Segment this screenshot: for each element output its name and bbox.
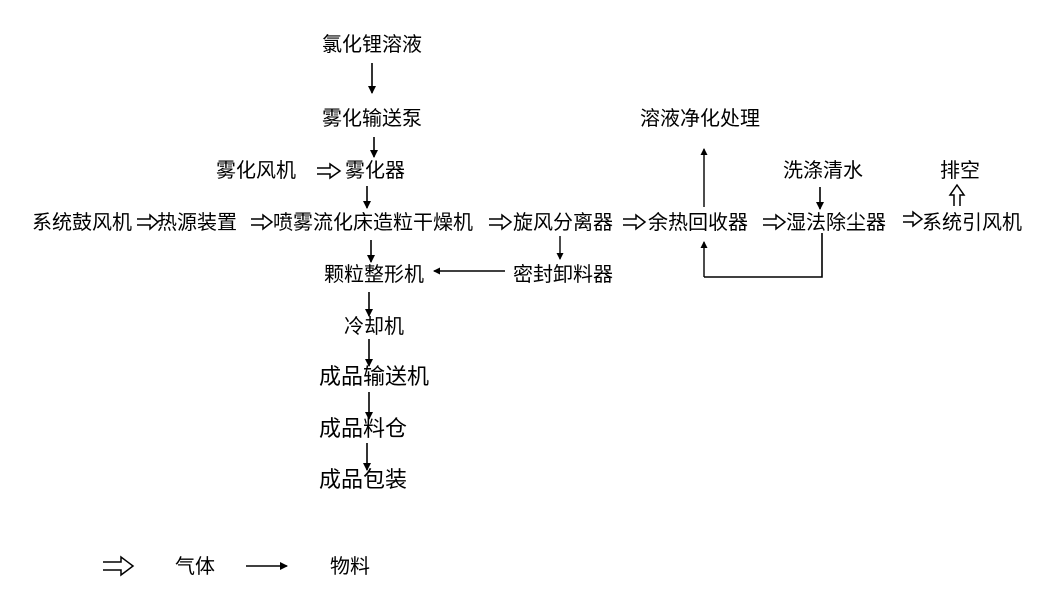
node-cooler: 冷却机	[344, 314, 404, 338]
gas-arrow-collector-to-fan	[903, 210, 924, 228]
gas-arrow-blower-to-heat	[137, 213, 160, 231]
node-heat-source: 热源装置	[157, 210, 237, 234]
node-licl-solution: 氯化锂溶液	[322, 32, 422, 56]
node-washing-water: 洗涤清水	[783, 158, 863, 182]
gas-arrow-fan-to-exhaust	[948, 183, 966, 206]
node-atomizer-pump: 雾化输送泵	[322, 106, 422, 130]
node-sealed-discharger: 密封卸料器	[513, 262, 613, 286]
node-atomizer: 雾化器	[345, 158, 405, 182]
node-granule-shaper: 颗粒整形机	[324, 262, 424, 286]
node-cyclone: 旋风分离器	[513, 210, 613, 234]
gas-arrow-fan-to-atomizer	[317, 162, 342, 180]
gas-arrow-heat-to-dryer	[251, 213, 274, 231]
node-product-packaging: 成品包装	[319, 468, 408, 493]
gas-arrow-cyclone-to-recovery	[623, 213, 647, 231]
legend-gas-label: 气体	[175, 554, 215, 578]
gas-arrow-dryer-to-cyclone	[489, 213, 513, 231]
node-spray-dryer: 喷雾流化床造粒干燥机	[273, 210, 473, 234]
node-solution-purification: 溶液净化处理	[640, 106, 760, 130]
node-atomizer-fan: 雾化风机	[216, 158, 296, 182]
node-product-conveyor: 成品输送机	[319, 365, 430, 390]
node-wet-dust-collector: 湿法除尘器	[786, 210, 886, 234]
gas-arrow-recovery-to-collector	[763, 213, 787, 231]
legend-gas-arrow-icon	[103, 555, 135, 577]
node-product-silo: 成品料仓	[319, 417, 408, 442]
node-system-induced-fan: 系统引风机	[922, 210, 1022, 234]
node-heat-recovery: 余热回收器	[648, 210, 748, 234]
node-exhaust: 排空	[940, 158, 980, 182]
loop-collector-return	[704, 233, 823, 278]
node-system-blower: 系统鼓风机	[32, 210, 132, 234]
legend-material-label: 物料	[330, 554, 370, 578]
